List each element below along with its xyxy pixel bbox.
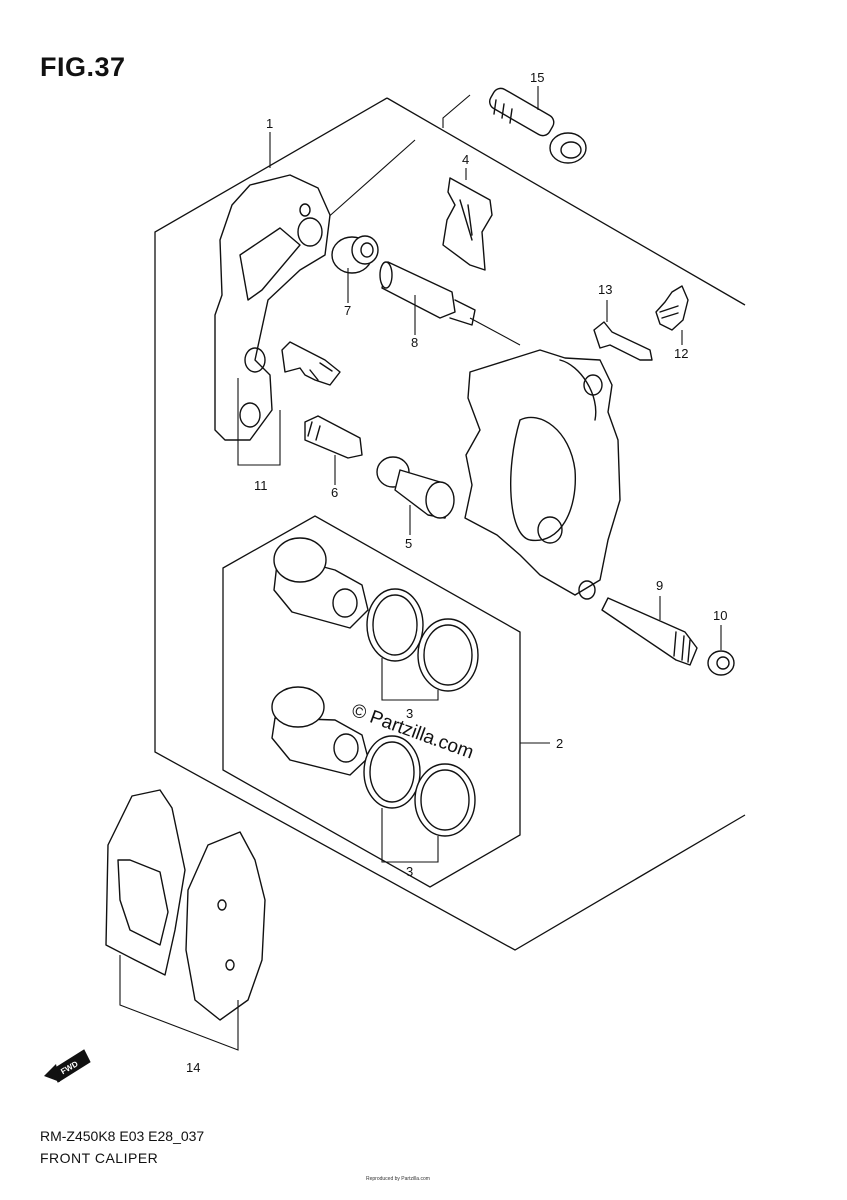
- figure-title: FIG.37: [40, 52, 126, 82]
- bolt-15[interactable]: [487, 85, 587, 164]
- leader-11: [237, 378, 281, 466]
- pin-6[interactable]: [304, 415, 363, 459]
- plug-10[interactable]: [707, 650, 735, 676]
- callout-10: 10: [713, 608, 727, 623]
- callout-14: 14: [186, 1060, 200, 1075]
- callout-4: 4: [462, 152, 469, 167]
- pin-leader: [324, 139, 416, 221]
- callout-12: 12: [674, 346, 688, 361]
- callout-2: 2: [556, 736, 563, 751]
- callout-8: 8: [411, 335, 418, 350]
- bleeder-valve-12[interactable]: [655, 285, 689, 331]
- callout-9: 9: [656, 578, 663, 593]
- model-code: RM-Z450K8 E03 E28_037: [40, 1128, 205, 1144]
- tiny-credit: Reproduced by Partzilla.com: [366, 1176, 430, 1182]
- callout-6: 6: [331, 485, 338, 500]
- brake-pad-left[interactable]: [105, 789, 186, 976]
- leader-3b: [381, 808, 439, 863]
- seal-upper[interactable]: [366, 588, 479, 692]
- forward-arrow-icon: FWD: [44, 1049, 91, 1083]
- leader-14: [119, 955, 239, 1051]
- bleeder-cap-13[interactable]: [593, 321, 653, 361]
- leader-3a: [381, 658, 439, 701]
- caliper-body[interactable]: [464, 349, 621, 600]
- seal-lower[interactable]: [363, 735, 476, 837]
- callout-11: 11: [254, 478, 268, 493]
- part-name: FRONT CALIPER: [40, 1150, 159, 1166]
- callout-3-upper: 3: [406, 706, 413, 721]
- pin-9[interactable]: [601, 597, 698, 666]
- boot-7[interactable]: [331, 235, 379, 274]
- bolt-leader: [442, 94, 471, 128]
- assembly-frame-top: [386, 97, 746, 306]
- caliper-bracket-1[interactable]: [214, 174, 331, 441]
- callout-3-lower: 3: [406, 864, 413, 879]
- piston-lower[interactable]: [271, 686, 369, 776]
- slide-pin-8[interactable]: [379, 261, 521, 346]
- callout-1: 1: [266, 116, 273, 131]
- assembly-frame: [154, 97, 746, 951]
- piston-set-frame: [222, 515, 521, 888]
- callout-7: 7: [344, 303, 351, 318]
- slide-bolt-5[interactable]: [376, 456, 455, 519]
- callout-13: 13: [598, 282, 612, 297]
- pad-spring-4[interactable]: [442, 177, 493, 271]
- brake-pad-right[interactable]: [185, 831, 266, 1021]
- pad-clip-11[interactable]: [281, 341, 341, 386]
- callout-15: 15: [530, 70, 544, 85]
- piston-upper[interactable]: [273, 537, 369, 629]
- callout-5: 5: [405, 536, 412, 551]
